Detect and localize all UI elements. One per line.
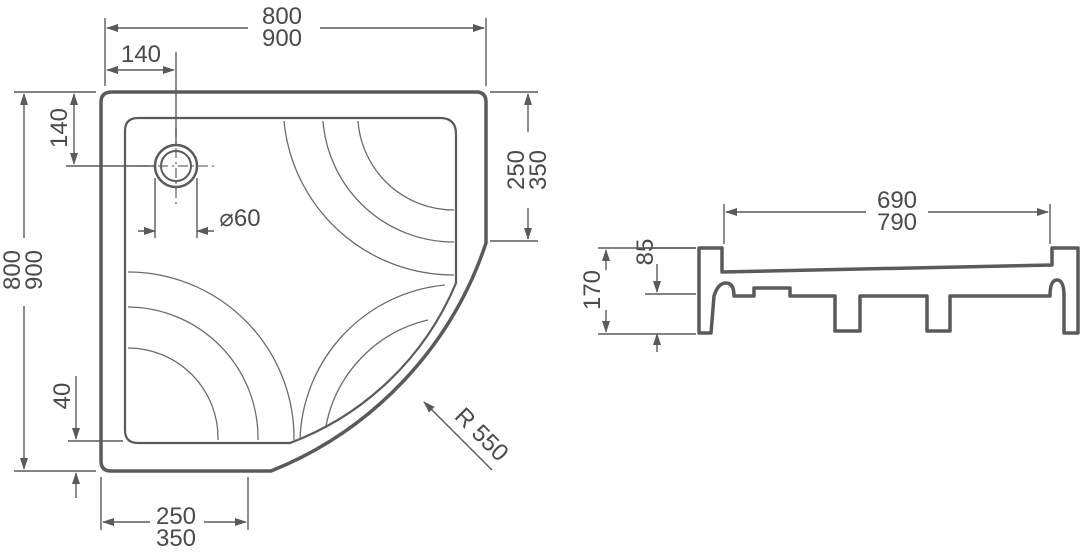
top-width-label-1: 800 xyxy=(262,3,302,30)
radius-label: R 550 xyxy=(449,403,513,467)
inner-length-label-2: 790 xyxy=(877,209,917,236)
inner-length-label-1: 690 xyxy=(877,187,917,214)
dim-radius: R 550 xyxy=(423,401,513,471)
dim-drain-x: 140 xyxy=(106,41,177,146)
left-height-label-1: 800 xyxy=(0,250,26,290)
right-straight-label-2: 350 xyxy=(525,150,552,190)
side-view: 690 790 85 170 xyxy=(579,187,1080,352)
dim-rim: 40 xyxy=(49,376,123,498)
left-height-label-2: 900 xyxy=(21,250,48,290)
texture-bottom-left xyxy=(127,271,295,441)
total-height-label: 170 xyxy=(579,270,606,310)
dim-top-width: 800 900 xyxy=(104,3,487,86)
tray-inner-basin xyxy=(123,116,458,445)
texture-top-right xyxy=(283,120,455,276)
depth-label: 85 xyxy=(632,239,659,266)
dim-right-straight: 250 350 xyxy=(490,91,552,242)
drain-y-label: 140 xyxy=(46,108,73,148)
dim-drain-y: 140 xyxy=(46,93,154,167)
dim-left-height: 800 900 xyxy=(0,91,96,472)
right-straight-label-1: 250 xyxy=(503,150,530,190)
rim-label: 40 xyxy=(49,383,76,410)
top-width-label-2: 900 xyxy=(262,25,302,52)
tray-outer-outline xyxy=(99,90,488,473)
drain-x-label: 140 xyxy=(121,41,161,68)
top-view: 800 900 140 140 ⌀60 25 xyxy=(0,3,552,552)
dim-total-height: 170 xyxy=(579,247,696,335)
drain-diameter-label: ⌀60 xyxy=(219,205,260,232)
dim-depth: 85 xyxy=(632,239,696,352)
texture-corner xyxy=(299,284,446,441)
dim-bottom-straight: 250 350 xyxy=(100,477,249,552)
dim-drain-diameter: ⌀60 xyxy=(138,178,261,238)
bottom-straight-label-1: 250 xyxy=(156,503,196,530)
tray-section-profile xyxy=(697,246,1080,335)
bottom-straight-label-2: 350 xyxy=(156,525,196,552)
dim-inner-length: 690 790 xyxy=(723,187,1051,244)
